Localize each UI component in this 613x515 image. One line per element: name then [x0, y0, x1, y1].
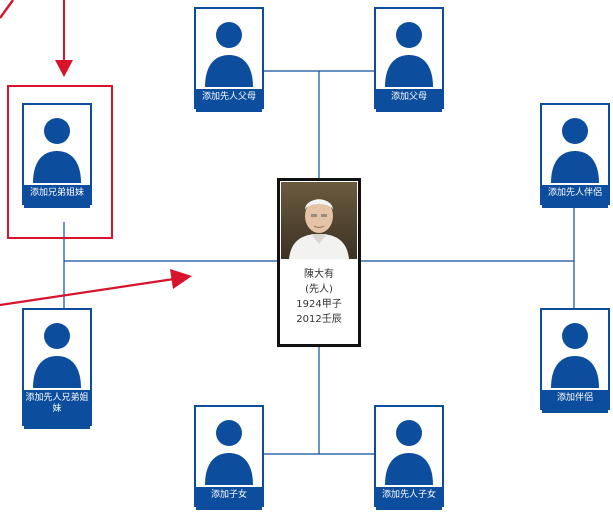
add-sibling-card[interactable]: 添加兄弟姐妹 [22, 103, 92, 208]
highlight-frame [7, 85, 113, 239]
person-silhouette-icon [380, 13, 438, 91]
person-silhouette-icon [546, 109, 604, 187]
card-label: 添加伴侶 [542, 390, 608, 413]
add-ancestor-spouse-card[interactable]: 添加先人伴侶 [540, 103, 610, 208]
add-ancestor-child-card[interactable]: 添加先人子女 [374, 405, 444, 510]
person-portrait [281, 182, 357, 259]
person-status: (先人) [305, 284, 333, 295]
card-label: 添加兄弟姐妹 [24, 185, 90, 208]
add-child-card[interactable]: 添加子女 [194, 405, 264, 510]
add-parents-card[interactable]: 添加父母 [374, 7, 444, 112]
person-birth: 1924甲子 [296, 299, 342, 310]
person-silhouette-icon [200, 13, 258, 91]
person-silhouette-icon [380, 411, 438, 489]
add-ancestor-sibling-card[interactable]: 添加先人兄弟姐妹 [22, 308, 92, 429]
add-spouse-card[interactable]: 添加伴侶 [540, 308, 610, 413]
center-person-card[interactable]: 陳大有 (先人) 1924甲子 2012壬辰 [277, 178, 361, 347]
card-label: 添加先人子女 [376, 487, 442, 510]
person-death: 2012壬辰 [296, 314, 342, 325]
card-label: 添加子女 [196, 487, 262, 510]
card-label: 添加先人父母 [196, 89, 262, 112]
card-label: 添加先人伴侶 [542, 185, 608, 208]
person-silhouette-icon [28, 109, 86, 187]
person-silhouette-icon [200, 411, 258, 489]
person-silhouette-icon [28, 314, 86, 392]
person-silhouette-icon [546, 314, 604, 392]
person-name: 陳大有 [304, 269, 334, 280]
add-ancestor-parents-card[interactable]: 添加先人父母 [194, 7, 264, 112]
card-label: 添加先人兄弟姐妹 [24, 390, 90, 429]
card-label: 添加父母 [376, 89, 442, 112]
